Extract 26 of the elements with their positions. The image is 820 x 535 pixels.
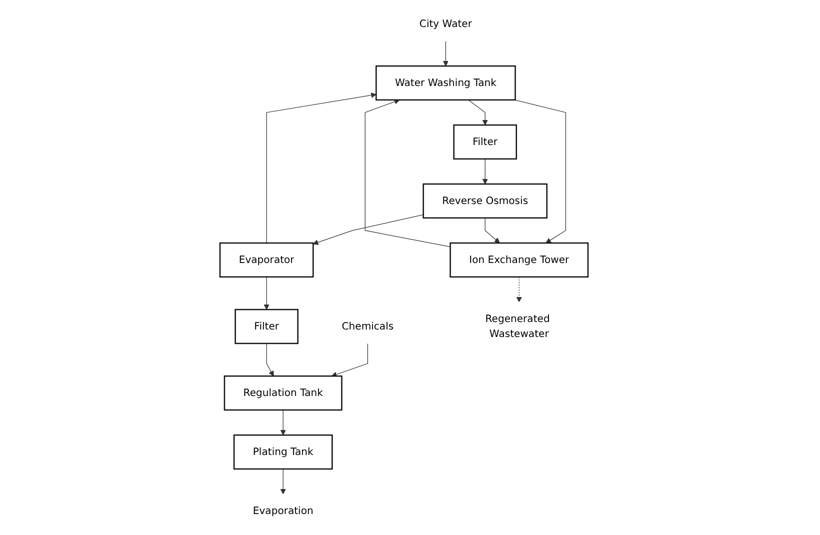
arrow xyxy=(331,343,368,378)
node-box: Filter xyxy=(234,308,298,344)
node-text: Regenerated Wastewater xyxy=(484,312,550,340)
node-text: Evaporation xyxy=(252,504,313,517)
arrow xyxy=(442,40,448,66)
arrow xyxy=(468,100,488,126)
arrow xyxy=(280,410,286,436)
arrow xyxy=(364,99,450,248)
arrow xyxy=(266,92,376,244)
node-text: Chemicals xyxy=(341,320,394,332)
arrow xyxy=(312,214,424,245)
node-box: Evaporator xyxy=(219,242,314,278)
node-box: Reverse Osmosis xyxy=(422,183,548,219)
node-box: Ion Exchange Tower xyxy=(449,242,588,278)
arrow xyxy=(514,100,566,244)
node-box: Filter xyxy=(452,124,517,160)
node-box: Regulation Tank xyxy=(223,375,342,411)
arrow xyxy=(516,276,522,302)
arrow xyxy=(484,218,500,244)
node-text: City Water xyxy=(419,18,472,30)
arrow xyxy=(266,343,274,376)
arrow xyxy=(482,158,488,184)
arrow xyxy=(280,468,286,494)
node-box: Plating Tank xyxy=(233,434,332,470)
node-box: Water Washing Tank xyxy=(375,65,516,101)
arrow xyxy=(263,276,269,310)
